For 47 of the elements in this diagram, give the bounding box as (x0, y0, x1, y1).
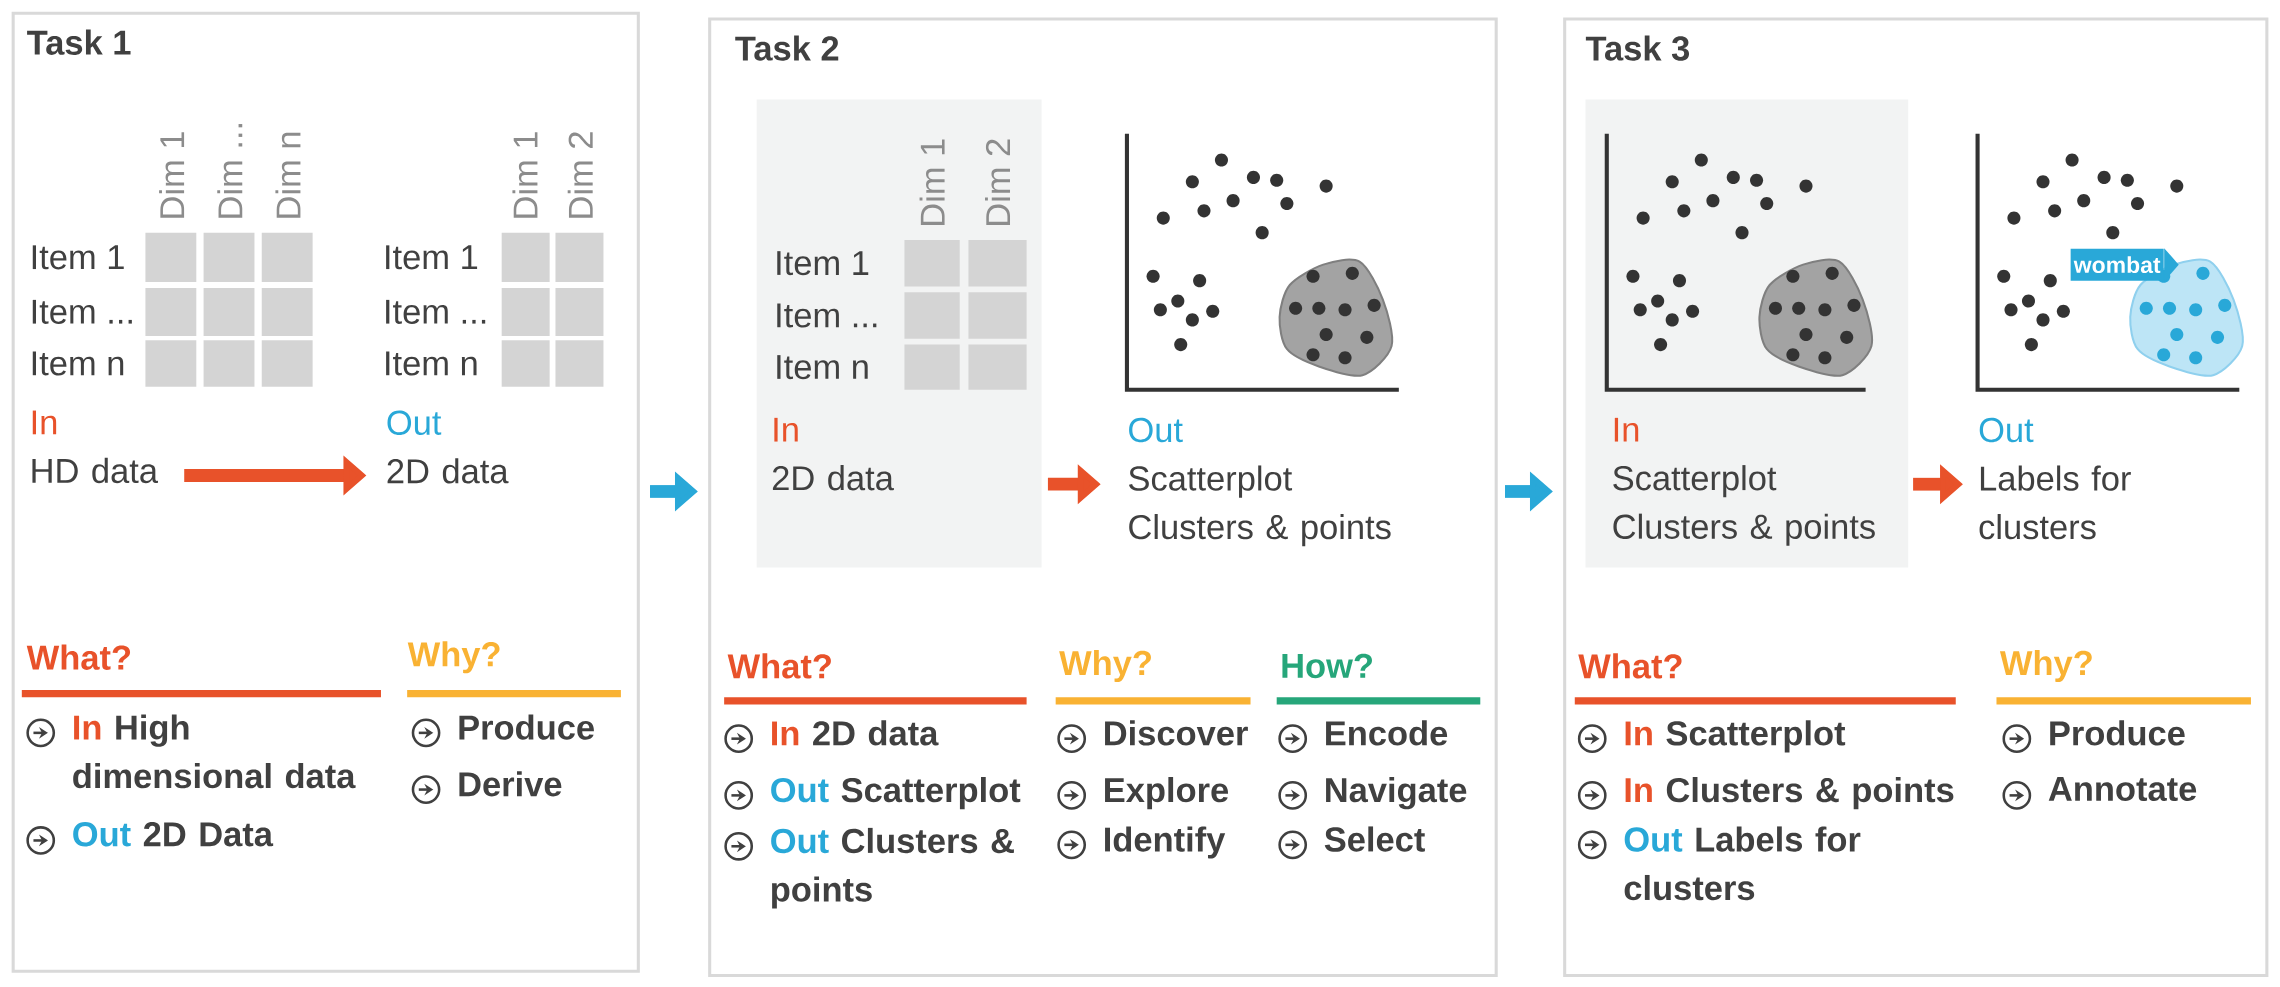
column-header: Dim 2 (985, 139, 1010, 225)
list-item: Encode (1326, 720, 1448, 746)
row-label: Item ... (777, 303, 877, 328)
row-label: Item ... (32, 299, 132, 324)
section-heading: What? (727, 653, 831, 679)
row-label: Item 1 (777, 251, 869, 276)
data-description: In HD data (32, 410, 158, 483)
column-header: Dim 1 (159, 132, 185, 218)
row-label: Item ... (386, 299, 486, 324)
data-description: Out Scatterplot Clusters & points (1129, 417, 1391, 546)
data-description: Out 2D data (387, 410, 509, 484)
list-item: Discover (1105, 720, 1248, 746)
list-item: Annotate (2048, 776, 2197, 801)
list-item: Out Labels for clusters (1624, 826, 1861, 901)
list-item: Navigate (1326, 776, 1467, 810)
list-item: In Clusters & points (1625, 776, 1954, 809)
input-panel: In Scatterplot Clusters & points (1585, 99, 1909, 568)
data-description: Out Labels for clusters (1979, 417, 2131, 540)
row-label: Item n (386, 351, 477, 376)
section-heading: What? (1578, 653, 1682, 679)
column-header: Dim 1 (919, 139, 945, 225)
list-item: Select (1324, 826, 1425, 852)
list-item: In Scatterplot (1625, 720, 1846, 753)
row-label: Item 1 (32, 245, 124, 270)
list-item: Identify (1105, 826, 1226, 859)
list-item: In 2D data (772, 720, 939, 746)
section-heading: How? (1282, 653, 1372, 678)
list-item: Out Clusters & points (771, 827, 1014, 909)
section-heading: Why? (1999, 649, 2092, 682)
list-item: Out 2D Data (73, 821, 274, 847)
label-tag: wombat (2070, 248, 2179, 281)
list-item: Produce (2050, 720, 2185, 746)
row-label: Item 1 (386, 245, 478, 270)
list-item: Derive (459, 771, 562, 797)
section-heading: Why? (1059, 649, 1151, 682)
list-item: Out Scatterplot (771, 776, 1021, 809)
column-header: Dim 1 (512, 132, 538, 218)
row-label: Item n (777, 355, 868, 379)
column-header: Dim 2 (567, 132, 593, 218)
section-heading: What? (26, 644, 131, 670)
row-label: Item n (32, 351, 124, 376)
list-item: In High dimensional data (73, 714, 356, 789)
section-heading: Why? (407, 641, 500, 674)
list-item: Produce (459, 714, 594, 740)
list-item: Explore (1105, 776, 1229, 809)
column-header: Dim ... (217, 123, 243, 218)
column-header: Dim n (275, 132, 301, 218)
